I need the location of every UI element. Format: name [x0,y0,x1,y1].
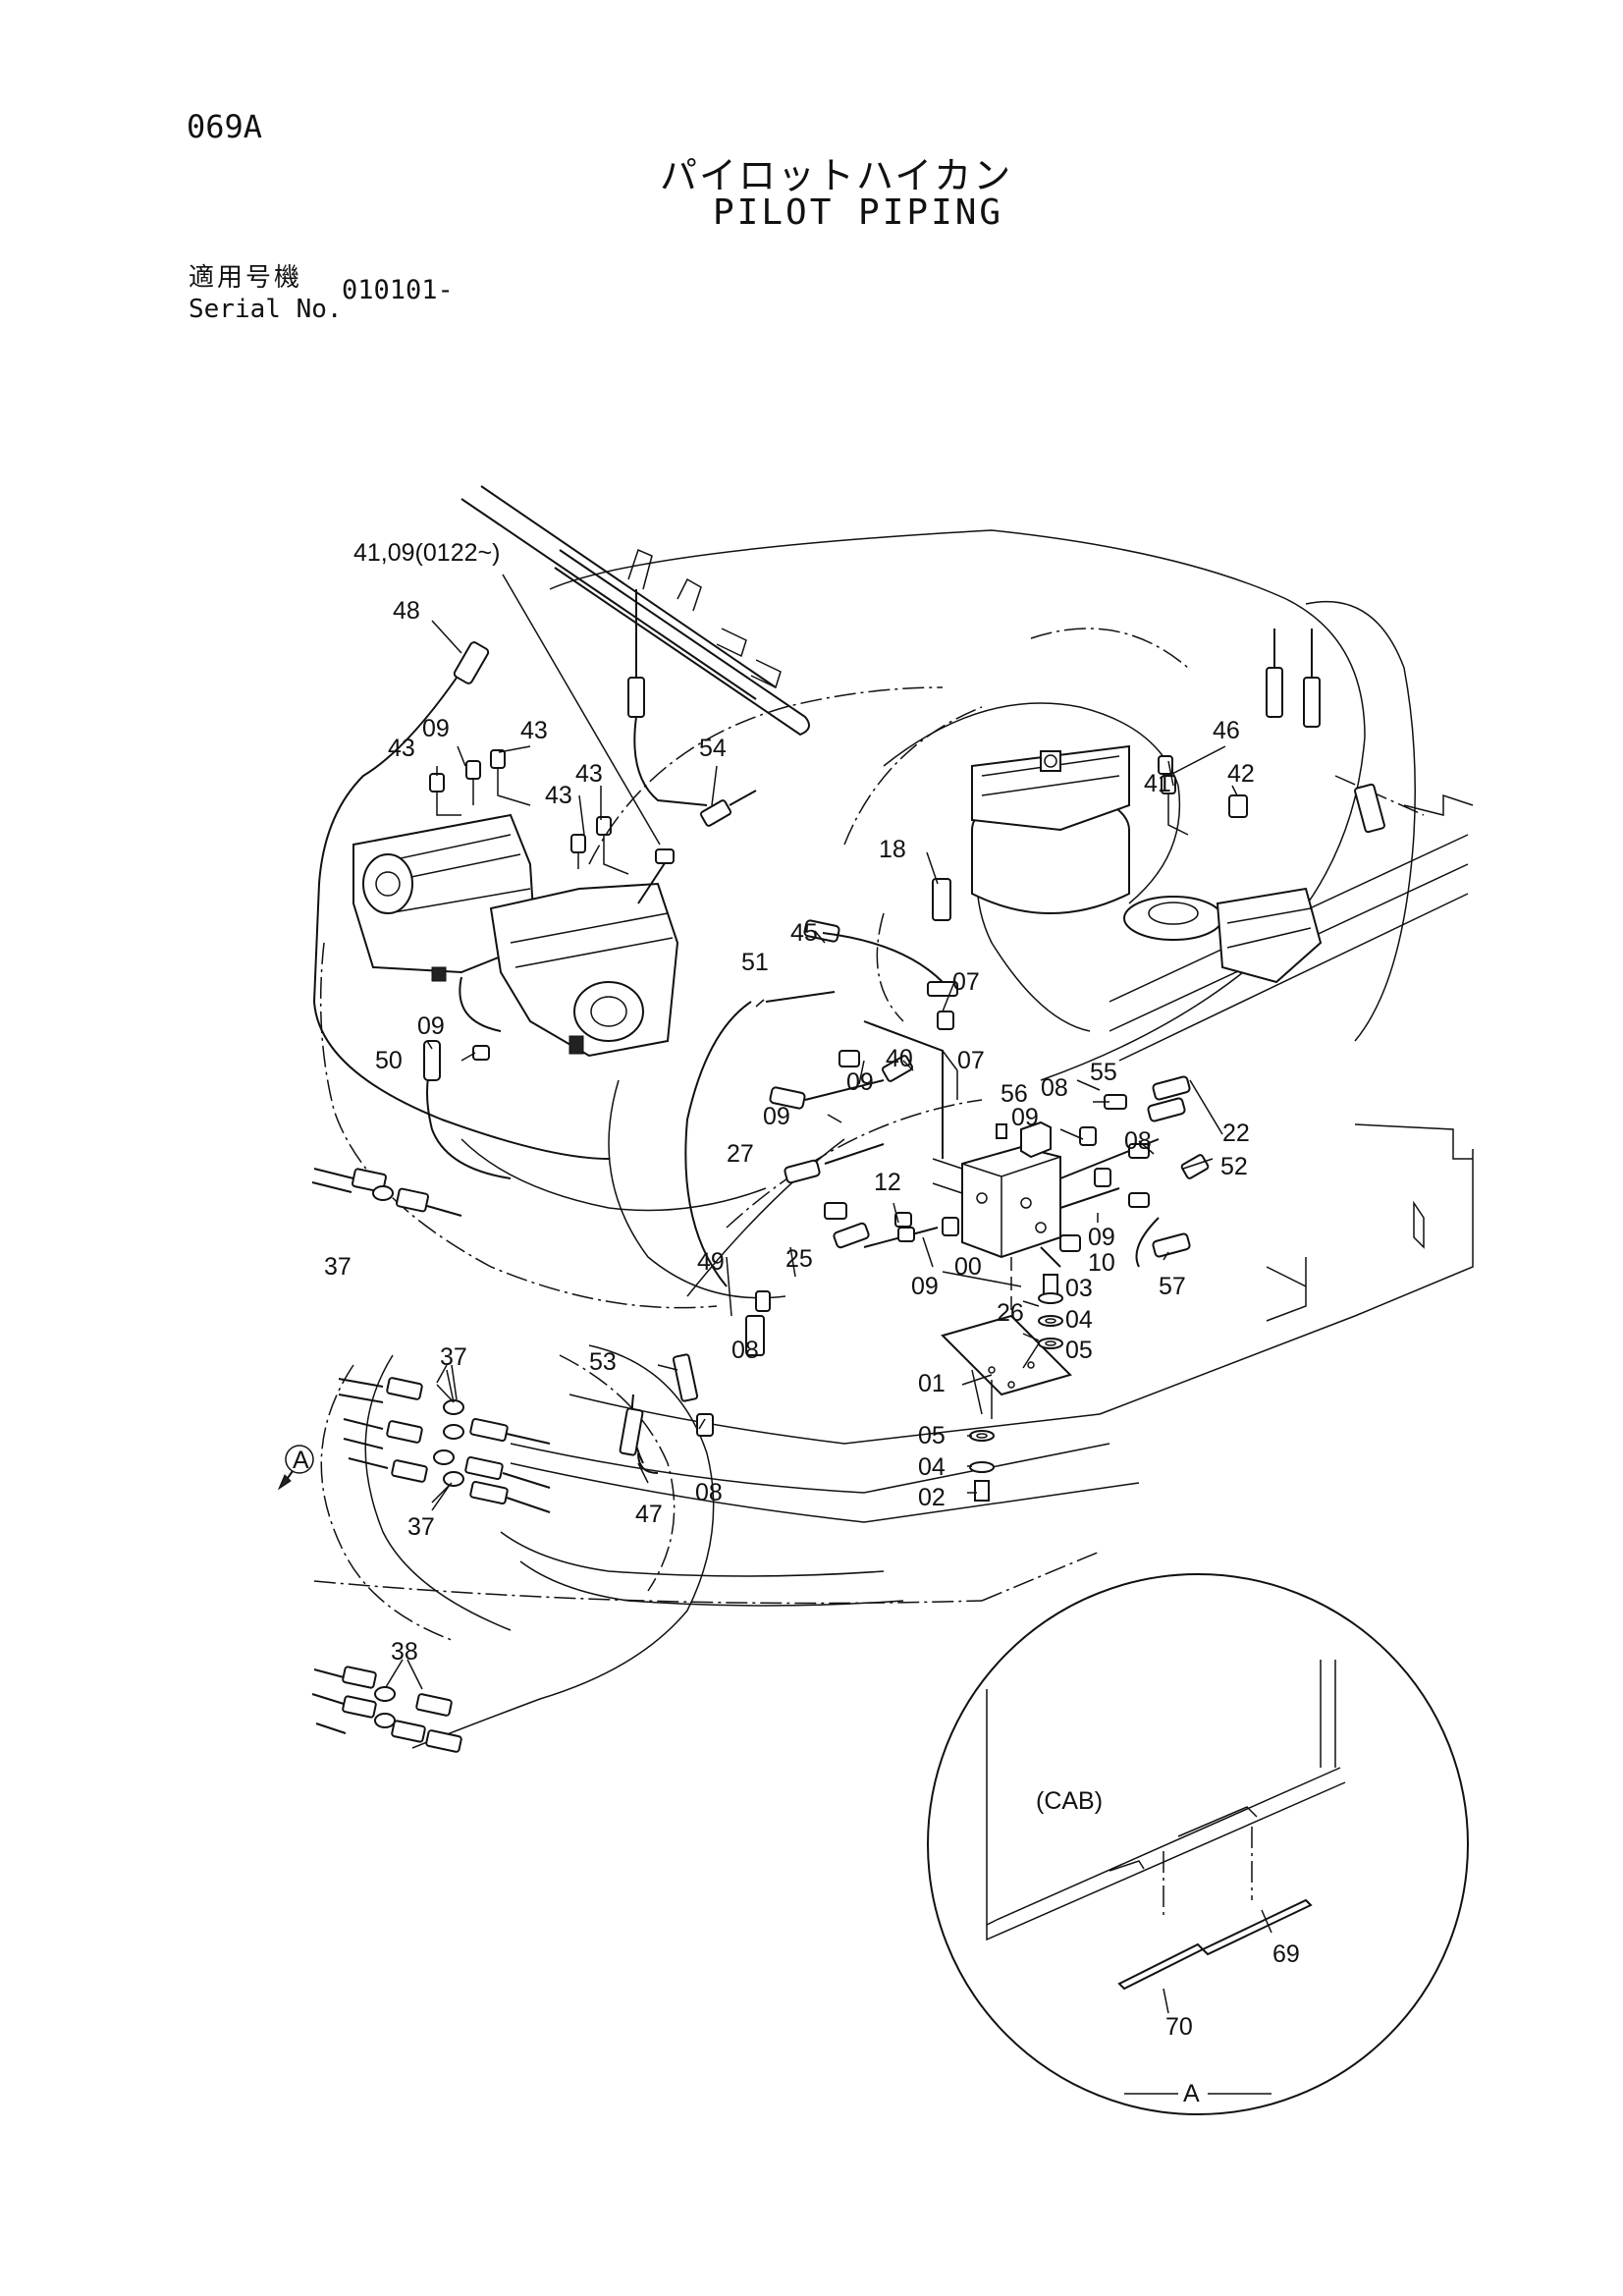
callout-05[interactable]: 05 [918,1422,946,1449]
callout-55[interactable]: 55 [1090,1059,1117,1086]
callout-41[interactable]: 41 [1144,770,1171,797]
callout-47[interactable]: 47 [635,1501,663,1528]
pilot-valve-right [1123,629,1385,984]
callout-08[interactable]: 08 [1124,1127,1152,1155]
leader-lines [426,574,1272,2095]
callout-25[interactable]: 25 [785,1245,813,1273]
pilot-manifold [863,1020,1160,1355]
boom-hose-rail [460,485,810,806]
callout-00[interactable]: 00 [954,1253,982,1281]
detail-view-a [927,1573,1469,2115]
callout-40[interactable]: 40 [886,1045,913,1072]
page-title: PILOT PIPING [713,192,1004,233]
callout-26[interactable]: 26 [997,1299,1024,1327]
callout-09[interactable]: 09 [911,1273,939,1300]
callout-04[interactable]: 04 [1065,1306,1093,1334]
pilot-hose-loops [319,529,1416,1749]
callout-51[interactable]: 51 [741,949,769,976]
callout-42[interactable]: 42 [1227,760,1255,788]
callout-03[interactable]: 03 [1065,1275,1093,1302]
manifold-hoses [684,919,1210,1356]
callout-56[interactable]: 56 [1001,1080,1028,1108]
callout-18[interactable]: 18 [879,836,906,863]
callout-02[interactable]: 02 [918,1484,946,1511]
callout-37[interactable]: 37 [407,1513,435,1541]
hose-bundle-37-lower [338,1369,551,1513]
bolt-washer-stack-upper [1038,1274,1063,1349]
cab-label: (CAB) [1036,1787,1103,1815]
callout-08[interactable]: 08 [1041,1074,1068,1102]
page-title-japanese: パイロットハイカン [660,154,1013,197]
hose-50 [426,1060,512,1179]
serial-label-japanese: 適用号機 [189,263,303,293]
callout-43[interactable]: 43 [575,760,603,788]
main-pump [352,813,679,1058]
callout-09[interactable]: 09 [417,1012,445,1040]
callout-49[interactable]: 49 [697,1248,725,1276]
callout-50[interactable]: 50 [375,1047,403,1074]
callout-48[interactable]: 48 [393,597,420,625]
callout-09[interactable]: 09 [763,1103,790,1130]
callout-22[interactable]: 22 [1222,1120,1250,1147]
serial-value: 010101- [342,275,454,305]
callout-08[interactable]: 08 [731,1337,759,1364]
callout-12[interactable]: 12 [874,1169,901,1196]
callout-41-09[interactable]: 41,09(0122~) [353,539,500,567]
callout-09[interactable]: 09 [846,1068,874,1096]
hose-48 [312,652,610,1160]
callout-53[interactable]: 53 [589,1348,617,1376]
callout-37[interactable]: 37 [324,1253,352,1281]
callout-69[interactable]: 69 [1272,1941,1300,1968]
callout-37[interactable]: 37 [440,1343,467,1371]
callout-09[interactable]: 09 [422,715,450,742]
swing-motor [932,744,1130,921]
callout-labels: 41,09(0122~) 48 09 43 43 43 43 54 46 41 … [293,539,1300,2107]
callout-52[interactable]: 52 [1220,1153,1248,1180]
callout-46[interactable]: 46 [1213,717,1240,744]
callout-08[interactable]: 08 [695,1479,723,1506]
callout-05[interactable]: 05 [1065,1337,1093,1364]
callout-10[interactable]: 10 [1088,1249,1115,1277]
callout-38[interactable]: 38 [391,1638,418,1666]
view-a-marker[interactable] [277,1445,314,1491]
hose-54 [699,790,757,827]
callout-70[interactable]: 70 [1165,2013,1193,2041]
callout-09[interactable]: 09 [1011,1104,1039,1131]
callout-43[interactable]: 43 [520,717,548,744]
callout-07[interactable]: 07 [952,968,980,996]
hose-47 [637,1452,659,1474]
callout-07[interactable]: 07 [957,1047,985,1074]
detail-section-label: A [1183,2080,1200,2107]
hose-bundle-37-upper [311,1168,462,1217]
bolt-washer-stack-lower [969,1430,995,1502]
callout-01[interactable]: 01 [918,1370,946,1397]
callout-04[interactable]: 04 [918,1453,946,1481]
mounting-plate [941,1314,1072,1419]
callout-27[interactable]: 27 [727,1140,754,1168]
view-marker-label: A [293,1447,309,1474]
pump-fittings [429,749,675,1061]
serial-label: Serial No. [189,295,343,324]
callout-09[interactable]: 09 [1088,1224,1115,1251]
callout-43[interactable]: 43 [388,735,415,762]
callout-45[interactable]: 45 [790,919,818,947]
callout-43[interactable]: 43 [545,782,572,809]
hose-bundle-38 [311,1659,462,1753]
callout-54[interactable]: 54 [699,735,727,762]
callout-57[interactable]: 57 [1159,1273,1186,1300]
page-code: 069A [187,108,263,145]
